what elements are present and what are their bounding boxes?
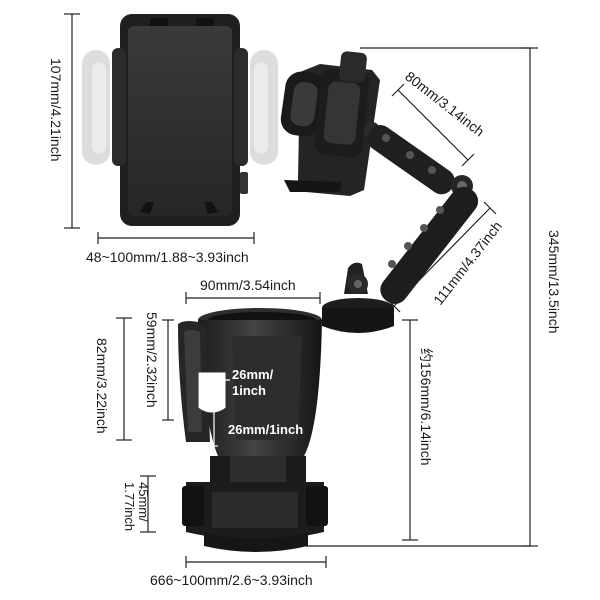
cup-holder-body — [178, 298, 394, 552]
folding-arm — [344, 125, 479, 304]
cup-height-label: 82mm/3.22inch — [94, 338, 110, 434]
cup-diameter-label: 90mm/3.54inch — [200, 277, 296, 293]
dimension-lines — [64, 13, 538, 568]
slot-width-label: 26mm/ 1inch — [232, 367, 274, 398]
cup-depth-label: 59mm/2.32inch — [144, 312, 160, 408]
phone-width-label: 48~100mm/1.88~3.93inch — [86, 249, 249, 265]
base-height-label: 45mm/ 1.77inch — [122, 482, 151, 532]
phone-holder-front — [82, 14, 278, 226]
total-height-label: 345mm/13.5inch — [546, 230, 562, 334]
phone-height-label: 107mm/4.21inch — [48, 58, 64, 162]
holder-height-label: 约156mm/6.14inch — [418, 348, 434, 466]
base-diameter-label: 666~100mm/2.6~3.93inch — [150, 572, 313, 588]
phone-holder-side — [280, 51, 380, 196]
slot-depth-label: 26mm/1inch — [228, 422, 304, 437]
